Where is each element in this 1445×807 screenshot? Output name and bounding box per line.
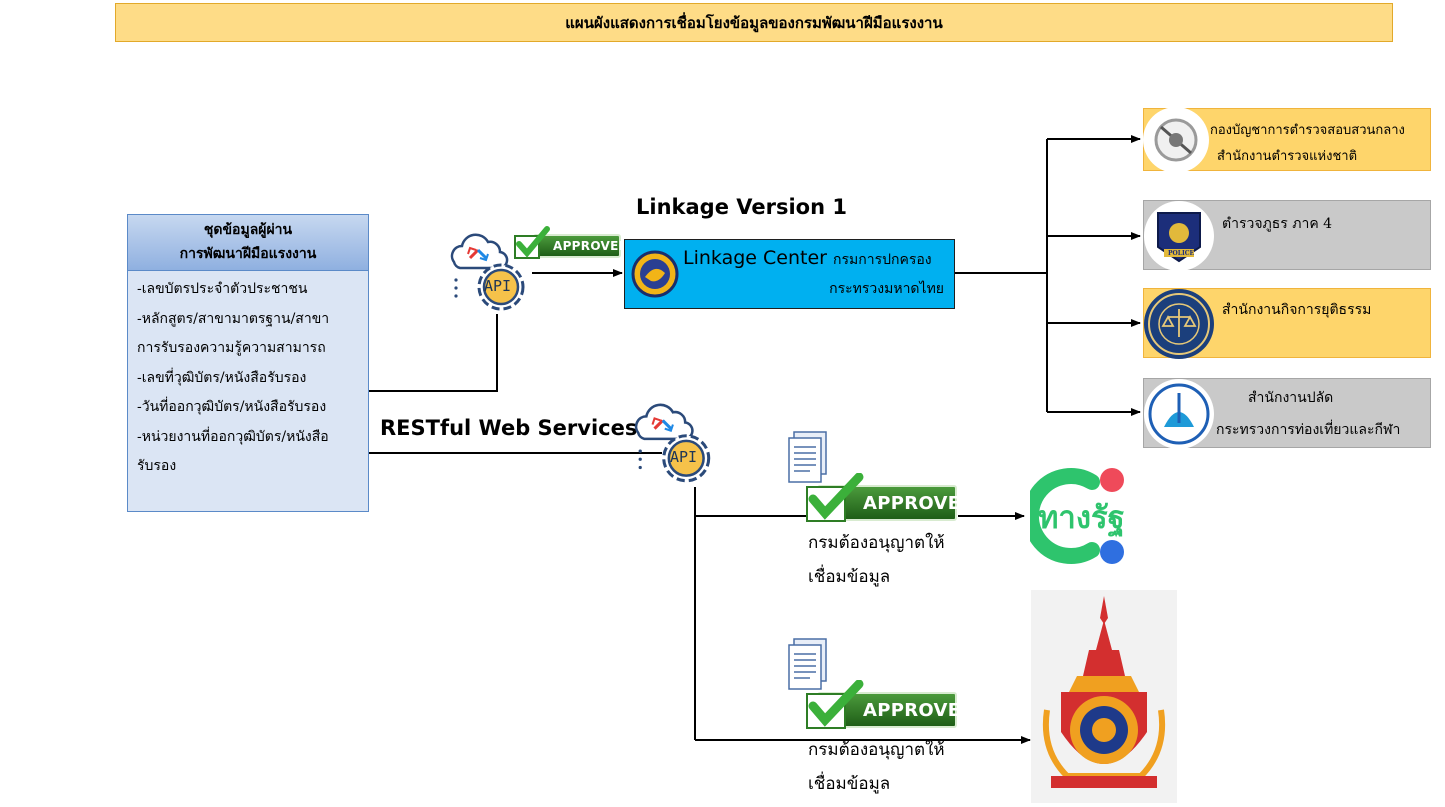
permit-line2: เชื่อมข้อมูล: [808, 567, 891, 587]
permit-text-2: กรมต้องอนุญาตให้ เชื่อมข้อมูล: [808, 733, 945, 801]
restful-label: RESTful Web Services: [380, 416, 638, 440]
tourism-emblem-icon: [1144, 379, 1214, 449]
approved-badge-university: APPROVED: [805, 680, 975, 732]
linkage-center-org: กรมการปกครอง: [833, 252, 932, 268]
dest-cib-line1: กองบัญชาการตำรวจสอบสวนกลาง: [1210, 123, 1405, 138]
approved-label: APPROVED: [863, 699, 976, 721]
permit-line1: กรมต้องอนุญาตให้: [808, 533, 945, 553]
linkage-center-title: Linkage Center กรมการปกครอง: [683, 247, 932, 271]
document-icon: [788, 431, 827, 483]
dest-tourism-line2: กระทรวงการท่องเที่ยวและกีฬา: [1216, 422, 1401, 438]
source-item: -หน่วยงานที่ออกวุฒิบัตร/หนังสือ: [137, 428, 329, 445]
justice-emblem-icon: [1144, 289, 1214, 359]
api-gear-icon: API: [630, 402, 722, 490]
api-gear-icon: API: [446, 232, 536, 318]
dest-region4-line1: ตำรวจภูธร ภาค 4: [1222, 216, 1333, 232]
permit-line2: เชื่อมข้อมูล: [808, 774, 891, 794]
source-item: -เลขที่วุฒิบัตร/หนังสือรับรอง: [137, 369, 307, 386]
diagram-title-text: แผนผังแสดงการเชื่อมโยงข้อมูลของกรมพัฒนาฝ…: [565, 13, 943, 32]
dest-justice-line1: สำนักงานกิจการยุติธรรม: [1222, 302, 1372, 318]
source-to-api-top-line: [369, 314, 498, 392]
check-icon: [806, 680, 864, 729]
linkage-center-ministry: กระทรวงมหาดไทย: [829, 281, 944, 297]
diagram-title: แผนผังแสดงการเชื่อมโยงข้อมูลของกรมพัฒนาฝ…: [115, 3, 1393, 42]
document-icon: [788, 638, 827, 690]
source-item: รับรอง: [137, 458, 177, 474]
approved-badge-tangrat: APPROVED: [805, 473, 975, 525]
source-item: การรับรองความรู้ความสามารถ: [137, 340, 326, 356]
source-heading-line2: การพัฒนาฝีมือแรงงาน: [179, 246, 317, 262]
approved-badge-bg: APPROVED: [533, 234, 629, 258]
police-badge-icon: POLICE: [1144, 201, 1214, 271]
university-emblem-icon: [1031, 590, 1177, 803]
tangrat-logo-text: ทางรัฐ: [1038, 500, 1125, 536]
check-icon: [806, 473, 864, 522]
tangrat-mark-icon: [1023, 468, 1174, 564]
destination-cib: กองบัญชาการตำรวจสอบสวนกลาง สำนักงานตำรวจ…: [1143, 107, 1431, 173]
check-icon: [514, 226, 550, 259]
police-badge-text: POLICE: [1168, 250, 1195, 257]
tangrat-logo: ทางรัฐ: [1023, 466, 1180, 566]
dest-tourism-line1: สำนักงานปลัด: [1248, 390, 1334, 406]
source-heading-line1: ชุดข้อมูลผู้ผ่าน: [203, 222, 293, 238]
permit-text-1: กรมต้องอนุญาตให้ เชื่อมข้อมูล: [808, 526, 945, 594]
linkage-center-box: Linkage Center กรมการปกครอง กระทรวงมหาดไ…: [624, 239, 955, 309]
source-item: -วันที่ออกวุฒิบัตร/หนังสือรับรอง: [137, 399, 327, 415]
linkage-center-label: Linkage Center: [683, 247, 827, 269]
source-dataset-box: ชุดข้อมูลผู้ผ่าน การพัฒนาฝีมือแรงงาน -เล…: [127, 214, 369, 512]
dopa-emblem-icon: [631, 250, 679, 298]
approved-label: APPROVED: [553, 239, 629, 253]
source-dataset-heading: ชุดข้อมูลผู้ผ่าน การพัฒนาฝีมือแรงงาน: [128, 215, 368, 271]
source-item: -หลักสูตร/สาขามาตรฐาน/สาขา: [137, 310, 330, 327]
destination-justice-affairs: สำนักงานกิจการยุติธรรม: [1143, 288, 1431, 359]
destination-tourism-sports: สำนักงานปลัด กระทรวงการท่องเที่ยวและกีฬา: [1143, 378, 1431, 449]
approved-label: APPROVED: [863, 492, 976, 514]
source-item: -เลขบัตรประจำตัวประชาชน: [137, 281, 308, 297]
api-label: API: [484, 277, 512, 295]
approved-badge-bg: APPROVED: [817, 485, 975, 521]
permit-line1: กรมต้องอนุญาตให้: [808, 740, 945, 760]
api-label: API: [670, 448, 698, 466]
dest-cib-line2: สำนักงานตำรวจแห่งชาติ: [1217, 149, 1358, 164]
approved-badge-top: APPROVED: [513, 226, 629, 260]
destination-region4-police: POLICE ตำรวจภูธร ภาค 4: [1143, 200, 1431, 271]
linkage-version-label: Linkage Version 1: [636, 195, 847, 219]
cib-emblem-icon: [1143, 107, 1209, 173]
source-dataset-list: -เลขบัตรประจำตัวประชาชน -หลักสูตร/สาขามา…: [128, 271, 368, 482]
